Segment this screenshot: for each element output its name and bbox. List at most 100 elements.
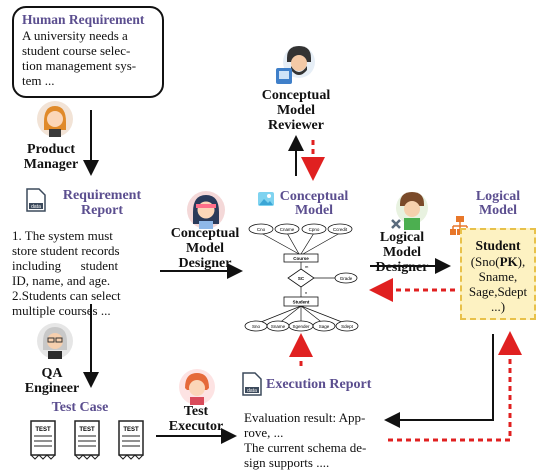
qa-engineer-avatar-icon: [37, 323, 73, 359]
execution-report-doc-icon: data: [242, 372, 262, 396]
logical-schema-suffix: ),: [517, 254, 526, 269]
test-case-doc-icon: TEST: [74, 420, 100, 460]
human-requirement-line: student course selec-: [22, 43, 131, 58]
logical-designer-avatar-icon: [391, 192, 428, 230]
erd-relationship-sc-label: SC: [298, 276, 305, 281]
erd-attribute-sgender-label: Sgender: [292, 324, 310, 329]
erd-attribute-grade: [334, 272, 358, 284]
svg-text:TEST: TEST: [123, 427, 139, 433]
logical-designer-label-line: Designer: [375, 260, 429, 275]
execution-report-text: Evaluation result: App- rove, ... The cu…: [244, 410, 392, 470]
logical-entity-name: Student: [475, 238, 521, 253]
feedback-execution-to-logical: [388, 331, 522, 442]
requirement-report-text: 1. The system must store student records…: [12, 228, 154, 318]
logical-schema-text: (Sno(PK), Sname, Sage,Sdept ...): [462, 254, 534, 314]
human-requirement-text: A university needs a student course sele…: [22, 28, 154, 88]
requirement-report-line: store student records: [12, 243, 120, 258]
erd-attribute-cname-label: Cname: [280, 227, 295, 232]
logical-schema-pk: PK: [499, 254, 518, 269]
erd-entity-student: [283, 296, 319, 307]
erd-attribute-cpno-label: Cpno: [309, 227, 320, 232]
conceptual-designer-label-line: Designer: [178, 256, 232, 271]
logical-schema-line: Sname,: [478, 269, 518, 284]
erd-attribute-cno: [248, 223, 274, 235]
execution-report-line: Evaluation result: App-: [244, 410, 366, 425]
logical-designer-label-line: Model: [382, 245, 422, 260]
logical-model-title: Logical Model: [462, 190, 534, 218]
conceptual-reviewer-label-line: Conceptual: [261, 88, 331, 103]
logical-model-title-line: Logical: [475, 189, 521, 204]
test-case-doc-icon: TEST: [30, 420, 56, 460]
conceptual-er-diagram: Cno Cname Cpno Ccredit Course m SC Grade…: [244, 223, 359, 332]
test-executor-label-line: Executor: [168, 419, 224, 434]
execution-report-line: sign supports ....: [244, 455, 330, 470]
conceptual-reviewer-avatar-icon: [276, 46, 315, 84]
qa-engineer-label: QA Engineer: [20, 366, 84, 396]
test-executor-label-line: Test: [183, 404, 209, 419]
requirement-report-title-line: Requirement: [62, 188, 142, 203]
erd-attribute-sage: [312, 320, 336, 332]
product-manager-label-line: Manager: [23, 157, 79, 172]
conceptual-designer-label-line: Conceptual: [170, 226, 240, 241]
erd-attribute-sdept: [335, 320, 359, 332]
requirement-report-line: ID, name, and age.: [12, 273, 111, 288]
conceptual-reviewer-label: Conceptual Model Reviewer: [250, 88, 342, 133]
logical-designer-label-line: Logical: [379, 230, 425, 245]
erd-attribute-sage-label: Sage: [319, 324, 330, 329]
requirement-report-line: 2.Students can select: [12, 288, 121, 303]
qa-engineer-label-line: Engineer: [24, 381, 80, 396]
erd-attribute-grade-label: Grade: [340, 276, 353, 281]
erd-attribute-sname-label: Sname: [271, 324, 286, 329]
requirement-report-title-line: Report: [81, 203, 123, 218]
test-executor-avatar-icon: [179, 369, 215, 405]
requirement-report-doc-icon: data: [26, 188, 46, 212]
execution-report-title: Execution Report: [266, 377, 372, 392]
logical-schema-line: ...): [490, 299, 506, 314]
human-requirement-line: A university needs a: [22, 28, 128, 43]
conceptual-reviewer-label-line: Model: [276, 103, 316, 118]
execution-report-line: The current schema de-: [244, 440, 367, 455]
conceptual-designer-label-line: Model: [185, 241, 225, 256]
erd-relationship-sc: [287, 268, 315, 288]
erd-attribute-sno-label: Sno: [252, 324, 261, 329]
logical-schema-prefix: (Sno(: [470, 254, 500, 269]
conceptual-model-title-line: Conceptual: [279, 189, 349, 204]
logical-designer-label: Logical Model Designer: [372, 230, 432, 275]
execution-report-line: rove, ...: [244, 425, 284, 440]
erd-attribute-sdept-label: Sdept: [341, 324, 354, 329]
logical-schema-line: (Sno(PK),: [462, 254, 534, 269]
requirement-report-title: Requirement Report: [52, 188, 152, 218]
conceptual-model-title: Conceptual Model: [274, 190, 354, 218]
logical-model-title-line: Model: [478, 203, 518, 218]
svg-text:TEST: TEST: [79, 427, 95, 433]
conceptual-model-title-line: Model: [294, 203, 334, 218]
test-case-title: Test Case: [51, 400, 109, 415]
logical-schema-line: Sage,Sdept: [468, 284, 528, 299]
svg-text:data: data: [31, 204, 41, 210]
erd-attribute-ccredit: [327, 223, 353, 235]
erd-attribute-ccredit-label: Ccredit: [333, 227, 348, 232]
erd-entity-course-label: Course: [293, 256, 309, 261]
erd-attribute-cname: [274, 223, 300, 235]
test-case-doc-icon: TEST: [118, 420, 144, 460]
human-requirement-title: Human Requirement: [22, 12, 145, 27]
human-requirement-line: tion management sys-: [22, 58, 137, 73]
svg-text:TEST: TEST: [35, 427, 51, 433]
erd-entity-course: [283, 253, 319, 263]
svg-text:data: data: [247, 388, 257, 394]
conceptual-designer-label: Conceptual Model Designer: [160, 226, 250, 271]
requirement-report-line: including student: [12, 258, 119, 273]
conceptual-designer-avatar-icon: [187, 191, 225, 229]
human-requirement-line: tem ...: [22, 73, 55, 88]
human-requirement-box: Human Requirement A university needs a s…: [12, 6, 164, 98]
test-executor-label: Test Executor: [164, 404, 228, 434]
erd-entity-student-label: Student: [293, 300, 310, 305]
arrow-logical-to-execution: [384, 334, 494, 428]
logical-model-box: Student (Sno(PK), Sname, Sage,Sdept ...): [460, 228, 536, 320]
conceptual-reviewer-label-line: Reviewer: [268, 118, 324, 133]
requirement-report-line: multiple courses ...: [12, 303, 111, 318]
product-manager-label-line: Product: [27, 142, 75, 157]
product-manager-label: Product Manager: [18, 142, 84, 172]
erd-attribute-cno-label: Cno: [257, 227, 266, 232]
